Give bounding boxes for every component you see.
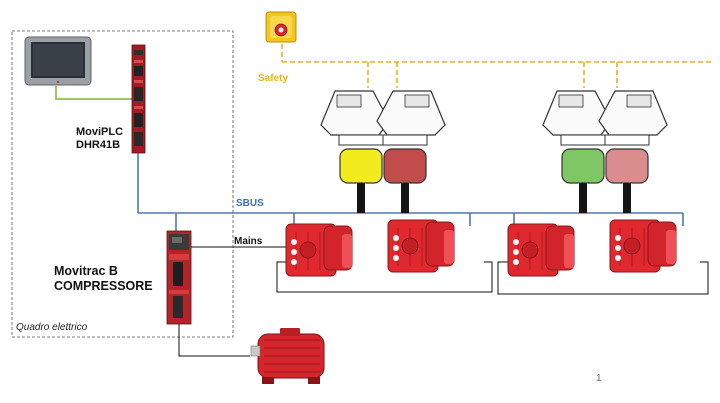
inverter-motor-cable	[178, 324, 250, 357]
electric-motor-icon	[250, 328, 325, 384]
valve-unit	[320, 90, 668, 213]
pneumatic-valve-icon	[598, 90, 668, 213]
frequency-inverter-icon	[166, 230, 192, 325]
gear-motor-drive-icon	[387, 219, 455, 273]
gear-motor-drive-icon	[285, 223, 353, 277]
safety-label: Safety	[258, 73, 289, 84]
valve-body	[383, 148, 427, 184]
inverter-function: COMPRESSORE	[54, 279, 153, 293]
mains-label: Mains	[234, 236, 263, 247]
pneumatic-valve-icon	[542, 90, 612, 213]
inverter-model-name: Movitrac B	[54, 264, 118, 278]
panel-label: Quadro elettrico	[16, 322, 88, 333]
control-panel-frame	[11, 30, 234, 338]
valve-body	[339, 148, 383, 184]
gear-motor-drive-icon	[609, 219, 677, 273]
inverter-label: Movitrac B COMPRESSORE	[54, 264, 153, 294]
touch-panel-icon	[24, 36, 92, 86]
gear-motor-drive-icon	[507, 223, 575, 277]
valve-body	[605, 148, 649, 184]
pneumatic-valve-icon	[376, 90, 446, 213]
plc-module-icon	[131, 44, 146, 154]
emergency-stop-icon	[265, 11, 297, 43]
mains-line	[191, 246, 709, 295]
sbus-line	[137, 153, 684, 232]
plc-label: MoviPLC DHR41B	[76, 126, 123, 152]
pneumatic-valve-icon	[320, 90, 390, 213]
plc-model-code: DHR41B	[76, 139, 121, 151]
sbus-label: SBUS	[236, 198, 264, 209]
hmi-plc-link	[55, 86, 132, 100]
drive-row	[285, 219, 677, 277]
valve-body	[561, 148, 605, 184]
safety-bus	[281, 44, 712, 88]
plc-model-name: MoviPLC	[76, 126, 124, 138]
page-number: 1	[596, 373, 602, 384]
